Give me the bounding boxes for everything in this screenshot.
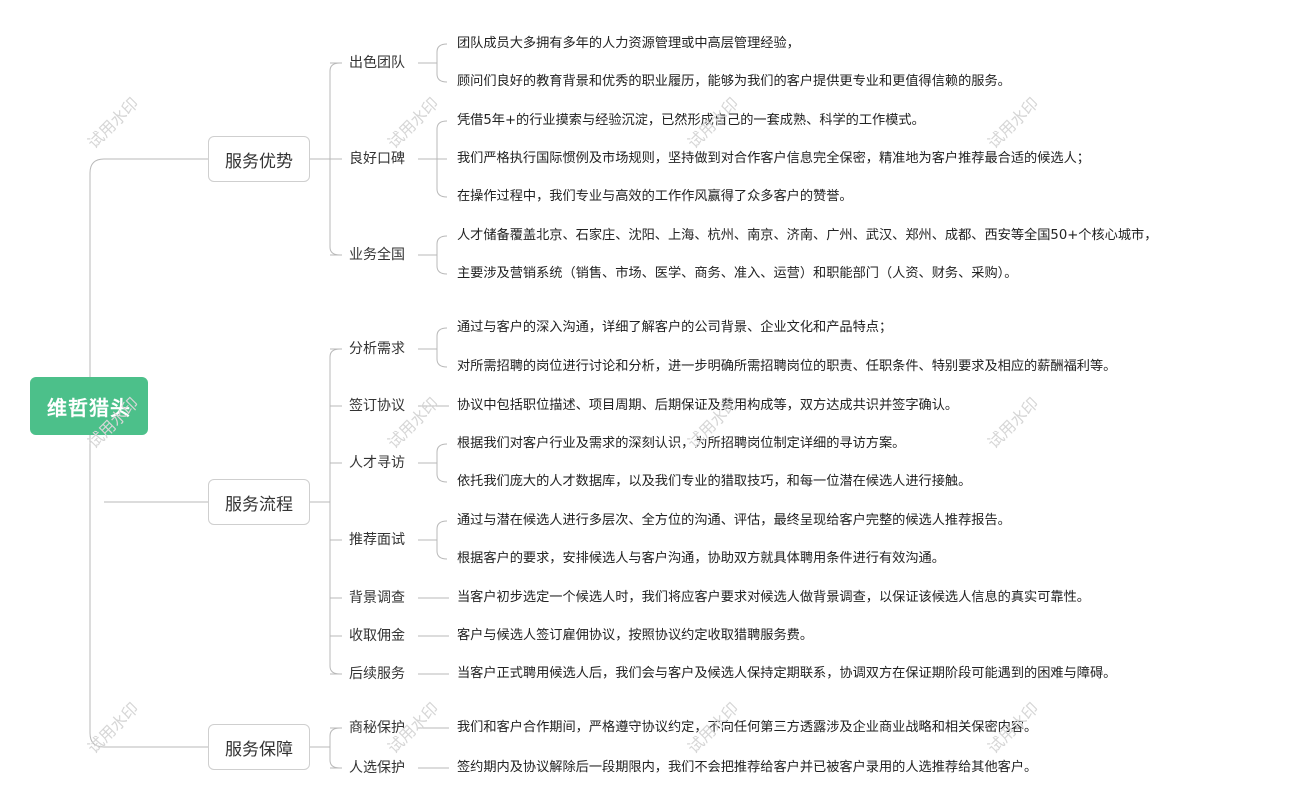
detail-text: 在操作过程中，我们专业与高效的工作作风赢得了众多客户的赞誉。 (457, 189, 853, 204)
topic-2-1[interactable]: 分析需求 (349, 341, 405, 357)
branch-node-2[interactable]: 服务流程 (208, 479, 310, 525)
connector-line (436, 443, 448, 483)
detail-text: 我们和客户合作期间，严格遵守协议约定，不向任何第三方透露涉及企业商业战略和相关保… (457, 720, 1038, 735)
detail-text: 当客户初步选定一个候选人时，我们将应客户要求对候选人做背景调查，以保证该候选人信… (457, 590, 1090, 605)
connector-line (436, 327, 448, 368)
topic-1-1[interactable]: 出色团队 (349, 55, 405, 71)
topic-2-7[interactable]: 后续服务 (349, 666, 405, 682)
detail-text: 签约期内及协议解除后一段期限内，我们不会把推荐给客户并已被客户录用的人选推荐给其… (457, 760, 1038, 775)
detail-text: 顾问们良好的教育背景和优秀的职业履历，能够为我们的客户提供更专业和更值得信赖的服… (457, 74, 1011, 89)
detail-text: 通过与客户的深入沟通，详细了解客户的公司背景、企业文化和产品特点； (457, 320, 893, 335)
branch-node-3[interactable]: 服务保障 (208, 724, 310, 770)
connector-line (436, 43, 448, 83)
topic-2-6[interactable]: 收取佣金 (349, 628, 405, 644)
detail-text: 依托我们庞大的人才数据库，以及我们专业的猎取技巧，和每一位潜在候选人进行接触。 (457, 474, 972, 489)
detail-text: 我们严格执行国际惯例及市场规则，坚持做到对合作客户信息完全保密，精准地为客户推荐… (457, 151, 1090, 166)
detail-text: 协议中包括职位描述、项目周期、后期保证及费用构成等，双方达成共识并签字确认。 (457, 398, 959, 413)
connector-line (436, 235, 448, 275)
detail-text: 通过与潜在候选人进行多层次、全方位的沟通、评估，最终呈现给客户完整的候选人推荐报… (457, 513, 1011, 528)
detail-text: 凭借5年+的行业摸索与经验沉淀，已然形成自己的一套成熟、科学的工作模式。 (457, 113, 925, 128)
detail-text: 根据客户的要求，安排候选人与客户沟通，协助双方就具体聘用条件进行有效沟通。 (457, 551, 945, 566)
topic-2-5[interactable]: 背景调查 (349, 590, 405, 606)
topic-1-3[interactable]: 业务全国 (349, 247, 405, 263)
topic-2-3[interactable]: 人才寻访 (349, 455, 405, 471)
topic-3-2[interactable]: 人选保护 (349, 760, 405, 776)
topic-1-2[interactable]: 良好口碑 (349, 151, 405, 167)
detail-text: 人才储备覆盖北京、石家庄、沈阳、上海、杭州、南京、济南、广州、武汉、郑州、成都、… (457, 228, 1158, 243)
detail-text: 客户与候选人签订雇佣协议，按照协议约定收取猎聘服务费。 (457, 628, 814, 643)
topic-2-2[interactable]: 签订协议 (349, 398, 405, 414)
root-node[interactable]: 维哲猎头 (30, 377, 148, 435)
connector-line (436, 520, 448, 560)
connector-line (329, 727, 341, 769)
topic-3-1[interactable]: 商秘保护 (349, 720, 405, 736)
detail-text: 根据我们对客户行业及需求的深刻认识，为所招聘岗位制定详细的寻访方案。 (457, 436, 906, 451)
detail-text: 主要涉及营销系统（销售、市场、医学、商务、准入、运营）和职能部门（人资、财务、采… (457, 266, 1018, 281)
topic-2-4[interactable]: 推荐面试 (349, 532, 405, 548)
connector-line (329, 348, 341, 675)
detail-text: 当客户正式聘用候选人后，我们会与客户及候选人保持定期联系，协调双方在保证期阶段可… (457, 666, 1117, 681)
connector-line (89, 158, 105, 748)
detail-text: 团队成员大多拥有多年的人力资源管理或中高层管理经验， (457, 36, 800, 51)
branch-node-1[interactable]: 服务优势 (208, 136, 310, 182)
detail-text: 对所需招聘的岗位进行讨论和分析，进一步明确所需招聘岗位的职责、任职条件、特别要求… (457, 359, 1117, 374)
